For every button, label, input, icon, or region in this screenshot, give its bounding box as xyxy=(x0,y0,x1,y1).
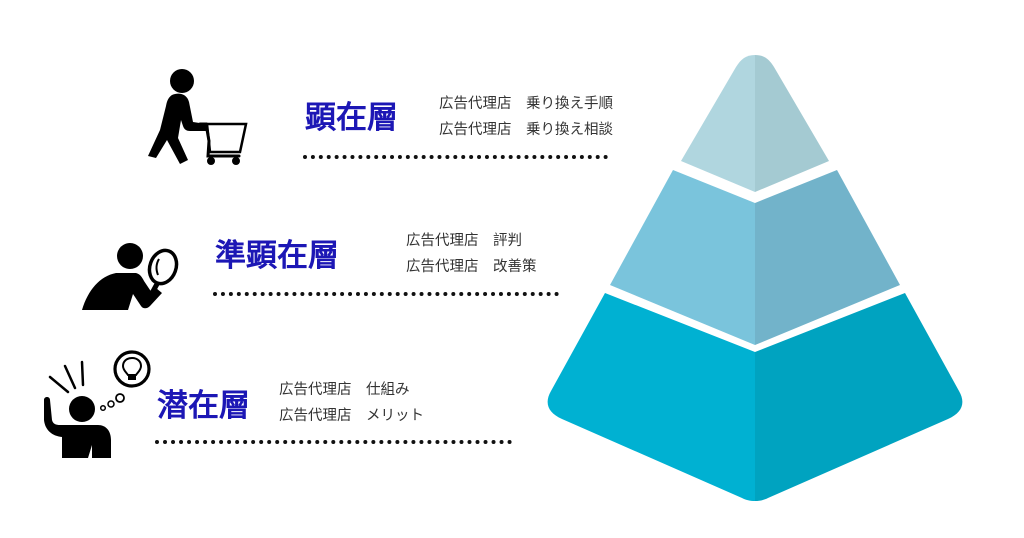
tier-keywords-aware: 広告代理店 乗り換え手順 広告代理店 乗り換え相談 xyxy=(439,91,613,143)
pyramid-tier-middle-left-face xyxy=(610,170,755,345)
pyramid-tier-middle xyxy=(610,170,900,345)
tier-keywords-latent: 広告代理店 仕組み 広告代理店 メリット xyxy=(279,377,424,429)
keyword-item: 広告代理店 評判 xyxy=(406,233,522,249)
pyramid-tier-middle-right-face xyxy=(755,170,900,345)
keyword-item: 広告代理店 改善策 xyxy=(406,259,537,275)
dotted-divider xyxy=(155,440,512,444)
pyramid-tier-top xyxy=(681,55,829,192)
dotted-divider xyxy=(303,155,608,159)
tier-title-aware: 顕在層 xyxy=(305,100,398,136)
keyword-item: 広告代理店 仕組み xyxy=(279,382,410,398)
pyramid-tier-bottom-right-face xyxy=(755,293,963,501)
keyword-item: 広告代理店 乗り換え相談 xyxy=(439,122,613,138)
keyword-item: 広告代理店 メリット xyxy=(279,408,424,424)
tier-keywords-semi-aware: 広告代理店 評判 広告代理店 改善策 xyxy=(406,228,537,280)
pyramid-tier-top-left-face xyxy=(681,55,755,192)
tier-title-latent: 潜在層 xyxy=(157,388,250,424)
pyramid-tier-bottom xyxy=(547,293,963,501)
pyramid-tier-top-right-face xyxy=(755,55,829,192)
dotted-divider xyxy=(213,292,559,296)
pyramid-tier-bottom-left-face xyxy=(547,293,755,501)
keyword-item: 広告代理店 乗り換え手順 xyxy=(439,96,613,112)
tier-title-semi-aware: 準顕在層 xyxy=(215,238,339,274)
